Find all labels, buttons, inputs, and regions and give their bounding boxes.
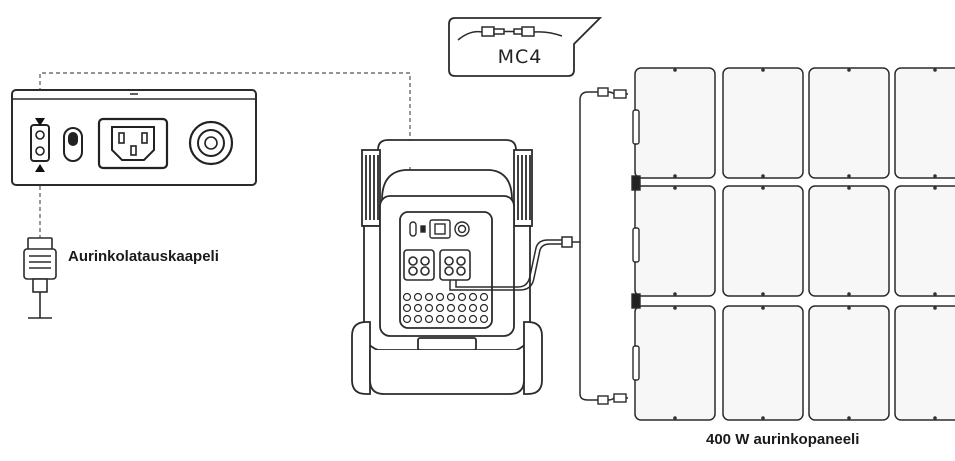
station-port-row [409, 219, 470, 239]
ac-outlet-icon [97, 117, 169, 170]
solar-panel-label: 400 W aurinkopaneeli [706, 431, 860, 448]
station-vent-grille [402, 292, 489, 324]
mc4-connector-label: MC4 [497, 46, 543, 68]
station-solar-input-ports [403, 249, 471, 281]
solar-panel-middle [634, 185, 955, 297]
mc4-callout [448, 17, 603, 77]
dc-port-icon [188, 120, 234, 166]
connection-cable [449, 91, 596, 401]
panel-corner-dots [673, 68, 937, 420]
solar-cable-plug-icon [23, 237, 57, 319]
port-panel-inset [11, 89, 257, 186]
solar-panel-top [634, 67, 955, 179]
dashed-guide-lines [39, 72, 411, 238]
panel-junction-connectors [596, 87, 641, 405]
solar-input-port-icon [30, 124, 50, 162]
solar-panel-bottom [634, 305, 955, 421]
solar-cable-label: Aurinkolatauskaapeli [68, 248, 219, 265]
solar-panel-array [596, 67, 955, 421]
toggle-switch-icon [63, 127, 83, 162]
power-station [351, 139, 543, 395]
mc4-connector-icon [457, 26, 563, 41]
